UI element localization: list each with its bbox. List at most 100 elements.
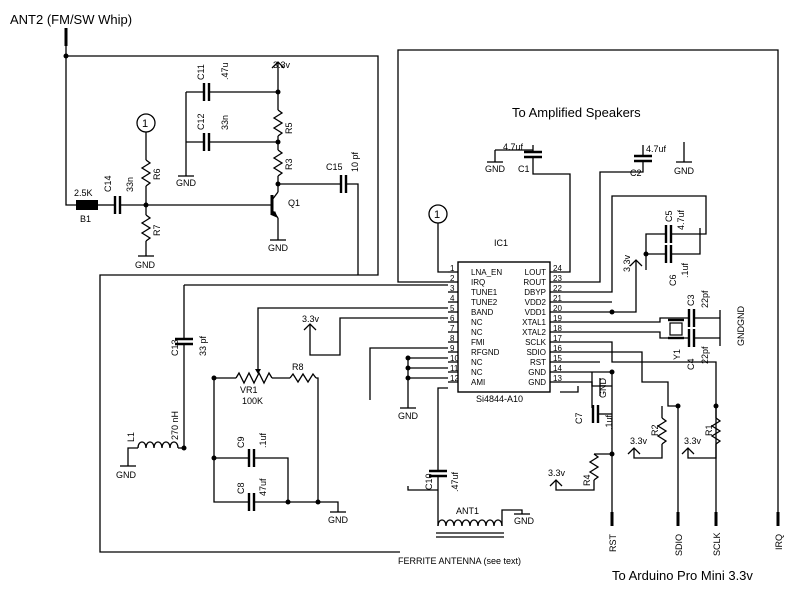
b1-bead [76, 200, 98, 210]
r3-resistor [272, 149, 284, 177]
ic-pin-number: 18 [553, 324, 562, 333]
ic-pin-name: GND [528, 378, 546, 387]
ic-pin-name: TUNE1 [471, 288, 498, 297]
vcc-label: 3.3v [622, 254, 632, 272]
c8-value: 47uf [258, 478, 268, 496]
ic-pin-number: 15 [553, 354, 562, 363]
r6-label: R6 [152, 168, 162, 180]
c13-label: C13 [170, 339, 180, 356]
connector-rst-label: RST [608, 533, 618, 552]
node-1-label: 1 [142, 118, 148, 130]
r8-resistor [289, 372, 317, 384]
ic-pin-number: 6 [450, 314, 455, 323]
c3-capacitor [687, 309, 696, 327]
ic-right-pins: 24LOUT23ROUT22DBYP21VDD220VDD119XTAL118X… [522, 264, 562, 387]
q1-label: Q1 [288, 198, 300, 208]
ic-ref: IC1 [494, 238, 508, 248]
arduino-label: To Arduino Pro Mini 3.3v [612, 568, 753, 583]
ic-pin-name: BAND [471, 308, 493, 317]
ic-pin-number: 19 [553, 314, 562, 323]
ic-pin-name: NC [471, 328, 483, 337]
y1-crystal [668, 318, 684, 340]
ic-pin-name: IRQ [471, 278, 485, 287]
c10-value: .47uf [450, 471, 460, 492]
vcc-label: 3.3v [548, 468, 566, 478]
c1-capacitor [524, 150, 542, 159]
c4-label: C4 [686, 358, 696, 370]
c11-value: .47u [220, 62, 230, 80]
r7-resistor [140, 214, 152, 242]
ic-pin-name: TUNE2 [471, 298, 498, 307]
ic-pin-number: 14 [553, 364, 562, 373]
ic-pin-name: GND [528, 368, 546, 377]
l1-label: L1 [126, 432, 136, 442]
c6-value: .1uf [680, 262, 690, 278]
b1-value: 2.5K [74, 188, 93, 198]
c13-value: 33 pf [198, 335, 208, 356]
l1-value: 270 nH [170, 411, 180, 440]
vcc-arrow [681, 447, 695, 455]
vr1-label: VR1 [240, 385, 258, 395]
ant1-label: ANT1 [456, 506, 479, 516]
ic-part: Si4844-A10 [476, 394, 523, 404]
l1-inductor [137, 441, 179, 449]
ic-pin-name: RST [530, 358, 546, 367]
ic-pin-number: 17 [553, 334, 562, 343]
ic-pin-number: 12 [450, 374, 459, 383]
ic-pin-number: 1 [450, 264, 455, 273]
ic-pin-name: VDD1 [525, 308, 547, 317]
c1-value: 4.7uf [503, 142, 524, 152]
ic-pin-number: 7 [450, 324, 455, 333]
node-1-label: 1 [434, 209, 440, 221]
c8-label: C8 [236, 482, 246, 494]
ferrite-note: FERRITE ANTENNA (see text) [398, 556, 521, 566]
ic-pin-name: NC [471, 368, 483, 377]
c5-capacitor [664, 225, 673, 243]
c9-capacitor [247, 449, 256, 467]
c6-capacitor [664, 245, 673, 263]
r8-label: R8 [292, 362, 304, 372]
c3-value: 22pf [700, 290, 710, 308]
c9-label: C9 [236, 436, 246, 448]
gnd-label: GND [116, 470, 137, 480]
c4-value: 22pf [700, 346, 710, 364]
gnd-label: GND [328, 515, 349, 525]
c15-capacitor [339, 175, 348, 193]
antenna-wires [65, 46, 400, 553]
junction-dot [63, 53, 69, 59]
c8-capacitor [247, 493, 256, 511]
connector-irq-label: IRQ [774, 534, 784, 550]
gnd-label: GND [674, 166, 695, 176]
c9-value: .1uf [258, 432, 268, 448]
ic-pin-number: 24 [553, 264, 562, 273]
ic-pin-name: AMI [471, 378, 485, 387]
antenna-title: ANT2 (FM/SW Whip) [10, 12, 132, 27]
ic-pin-name: DBYP [524, 288, 546, 297]
r5-label: R5 [284, 122, 294, 134]
r7-label: R7 [152, 224, 162, 236]
ic-body [457, 261, 551, 393]
ic-pin-number: 2 [450, 274, 455, 283]
vr1-potentiometer [235, 371, 273, 385]
c7-capacitor [591, 405, 600, 423]
ic-pin-name: FMI [471, 338, 485, 347]
ic-pin-number: 4 [450, 294, 455, 303]
c4-capacitor [687, 329, 696, 347]
gnd-label: GND [176, 178, 197, 188]
ic-pin-number: 23 [553, 274, 562, 283]
c3-label: C3 [686, 294, 696, 306]
connector-sdio-label: SDIO [674, 534, 684, 556]
connector-sclk-label: SCLK [712, 532, 722, 556]
ic-pin-name: LOUT [525, 268, 546, 277]
b1-label: B1 [80, 214, 91, 224]
c15-value: 10 pf [350, 151, 360, 172]
ic-pin-name: NC [471, 318, 483, 327]
c11-label: C11 [196, 64, 206, 80]
ic-pin-number: 11 [450, 364, 459, 373]
ic-pin-number: 5 [450, 304, 455, 313]
r2-resistor [656, 417, 668, 445]
c5-label: C5 [664, 210, 674, 222]
gnd-label: GND [268, 243, 289, 253]
r6-resistor [140, 159, 152, 187]
